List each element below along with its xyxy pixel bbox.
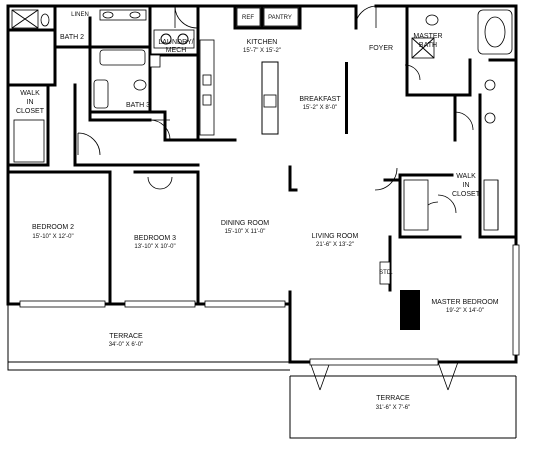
walk-in-closet-left-line1: WALK [20,90,40,97]
room-labels: LINEN BATH 2 BATH 3 LAUNDRY/ MECH WALK I… [16,12,499,411]
walk-in-closet-left-line3: CLOSET [16,108,45,115]
walk-in-closet-right-line2: IN [463,182,470,189]
exterior-walls [6,4,518,364]
breakfast-dims: 15'-2" X 8'-0" [303,105,338,111]
master-bath-line2: BATH [419,42,437,49]
foyer-label: FOYER [369,45,393,52]
master-bath-line1: MASTER [413,33,442,40]
walk-in-closet-right-line1: WALK [456,173,476,180]
laundry-label-line1: LAUNDRY/ [158,39,193,46]
master-bedroom-label: MASTER BEDROOM [431,299,498,306]
dining-label: DINING ROOM [221,220,269,227]
walk-in-closet-right-line3: CLOSET [452,191,481,198]
terrace-right-dims: 31'-6" X 7'-6" [376,405,411,411]
bedroom2-label: BEDROOM 2 [32,224,74,231]
breakfast-label: BREAKFAST [299,96,341,103]
bath2-label: BATH 2 [60,34,84,41]
terrace-left-dims: 34'-0" X 6'-0" [109,342,144,348]
dining-dims: 15'-10" X 11'-0" [225,229,266,235]
interior-walls [6,4,518,330]
living-label: LIVING ROOM [312,233,359,240]
fixtures [11,7,513,285]
pantry-label: PANTRY [268,15,292,21]
master-bedroom-dims: 19'-2" X 14'-0" [446,308,484,314]
laundry-label-line2: MECH [166,47,187,54]
kitchen-dims: 15'-7" X 15'-2" [243,48,281,54]
toilet-icon [40,13,50,27]
bath3-label: BATH 3 [126,102,150,109]
terrace-outline [7,304,517,439]
bedroom2-dims: 15'-10" X 12'-0" [32,234,73,240]
ref-label: REF [242,15,254,21]
windows [19,244,520,366]
bedroom3-label: BEDROOM 3 [134,235,176,242]
fireplace-label: STD. [379,270,393,276]
living-dims: 21'-6" X 13'-2" [316,242,354,248]
kitchen-label: KITCHEN [247,39,278,46]
bedroom3-dims: 13'-10" X 10'-0" [134,244,175,250]
terrace-right-label: TERRACE [376,395,410,402]
terrace-left-label: TERRACE [109,333,143,340]
linen-label: LINEN [71,12,89,18]
walk-in-closet-left-line2: IN [27,99,34,106]
